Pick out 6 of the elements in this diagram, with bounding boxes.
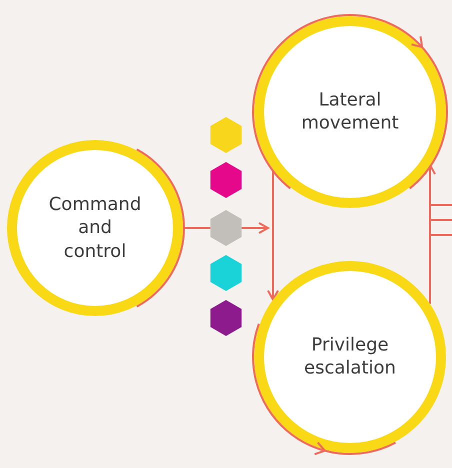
- stage-label: Privilege escalation: [303, 334, 397, 380]
- stage-label: Lateral movement: [300, 88, 400, 136]
- arrow: [424, 164, 436, 304]
- arrow: [242, 222, 269, 234]
- arrow: [267, 169, 279, 301]
- stage-label: Command and control: [48, 192, 142, 264]
